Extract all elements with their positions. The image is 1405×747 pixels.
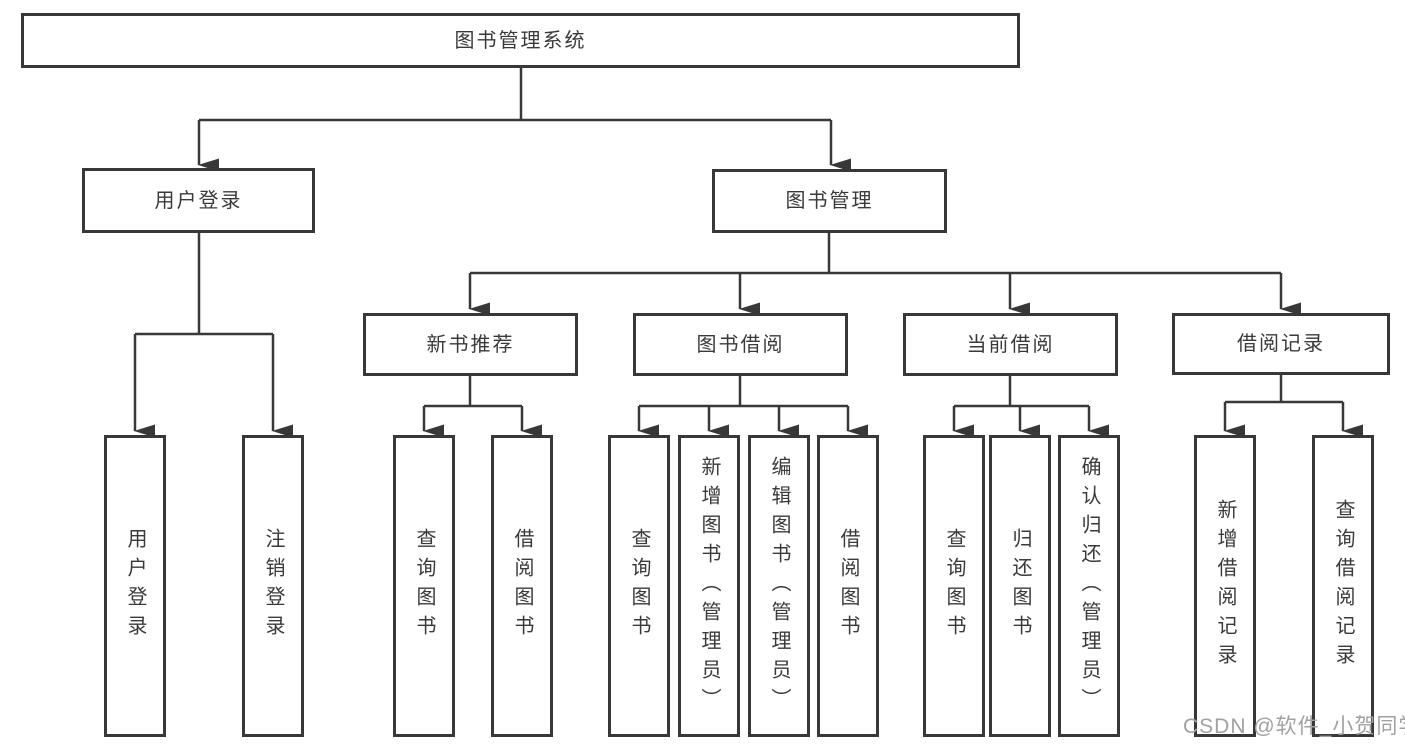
node-user-login: 用户登录 [82,168,315,233]
leaf-label: 新增借阅记录 [1214,499,1236,673]
connector-user-login-to-leaves [133,233,293,438]
leaf-records-add-record: 新增借阅记录 [1194,435,1256,737]
leaf-borrowing-add-books-admin: 新增图书（管理员） [678,435,740,737]
node-label: 图书借阅 [696,333,785,356]
node-label: 图书管理系统 [454,29,587,52]
leaf-label: 查询图书 [628,528,650,644]
node-label: 图书管理 [785,190,874,212]
connector-root-to-level1 [197,68,851,172]
node-book-management-system: 图书管理系统 [21,13,1020,68]
leaf-label: 用户登录 [124,528,146,644]
node-label: 当前借阅 [966,333,1055,356]
node-label: 借阅记录 [1237,333,1325,355]
node-label: 新书推荐 [426,333,515,356]
leaf-label: 查询图书 [943,528,965,644]
connector-records-to-leaves [1223,375,1363,438]
node-new-book-recommend: 新书推荐 [363,313,578,376]
node-label: 用户登录 [154,189,243,212]
leaf-current-query-books: 查询图书 [923,435,985,737]
node-borrowing-records: 借阅记录 [1172,313,1390,375]
leaf-recommend-borrow-books: 借阅图书 [491,435,553,737]
connector-book-mgmt-to-level2 [468,233,1301,316]
leaf-borrowing-edit-books-admin: 编辑图书（管理员） [748,435,810,737]
leaf-label: 归还图书 [1009,528,1031,644]
connector-new-book-to-leaves [422,376,542,438]
leaf-label: 新增图书（管理员） [698,455,720,717]
leaf-label: 借阅图书 [511,528,533,644]
leaf-current-confirm-return-admin: 确认归还（管理员） [1058,435,1120,737]
node-current-borrowing: 当前借阅 [903,313,1118,376]
node-book-borrowing: 图书借阅 [633,313,848,376]
leaf-recommend-query-books: 查询图书 [393,435,455,737]
leaf-label: 借阅图书 [837,528,859,644]
leaf-label: 查询借阅记录 [1332,499,1354,673]
leaf-label: 查询图书 [413,528,435,644]
leaf-borrowing-borrow-books: 借阅图书 [817,435,879,737]
leaf-logout: 注销登录 [242,435,304,737]
leaf-label: 编辑图书（管理员） [768,455,790,717]
csdn-watermark: CSDN @软件_小贺同学 [1183,715,1405,738]
leaf-borrowing-query-books: 查询图书 [608,435,670,737]
leaf-current-return-books: 归还图书 [989,435,1051,737]
leaf-records-query-record: 查询借阅记录 [1312,435,1374,737]
leaf-label: 确认归还（管理员） [1078,455,1100,717]
connector-current-borrow-to-leaves [952,376,1109,438]
leaf-user-login: 用户登录 [104,435,166,737]
connector-book-borrow-to-leaves [637,376,868,438]
node-book-management: 图书管理 [712,169,947,233]
leaf-label: 注销登录 [262,528,284,644]
